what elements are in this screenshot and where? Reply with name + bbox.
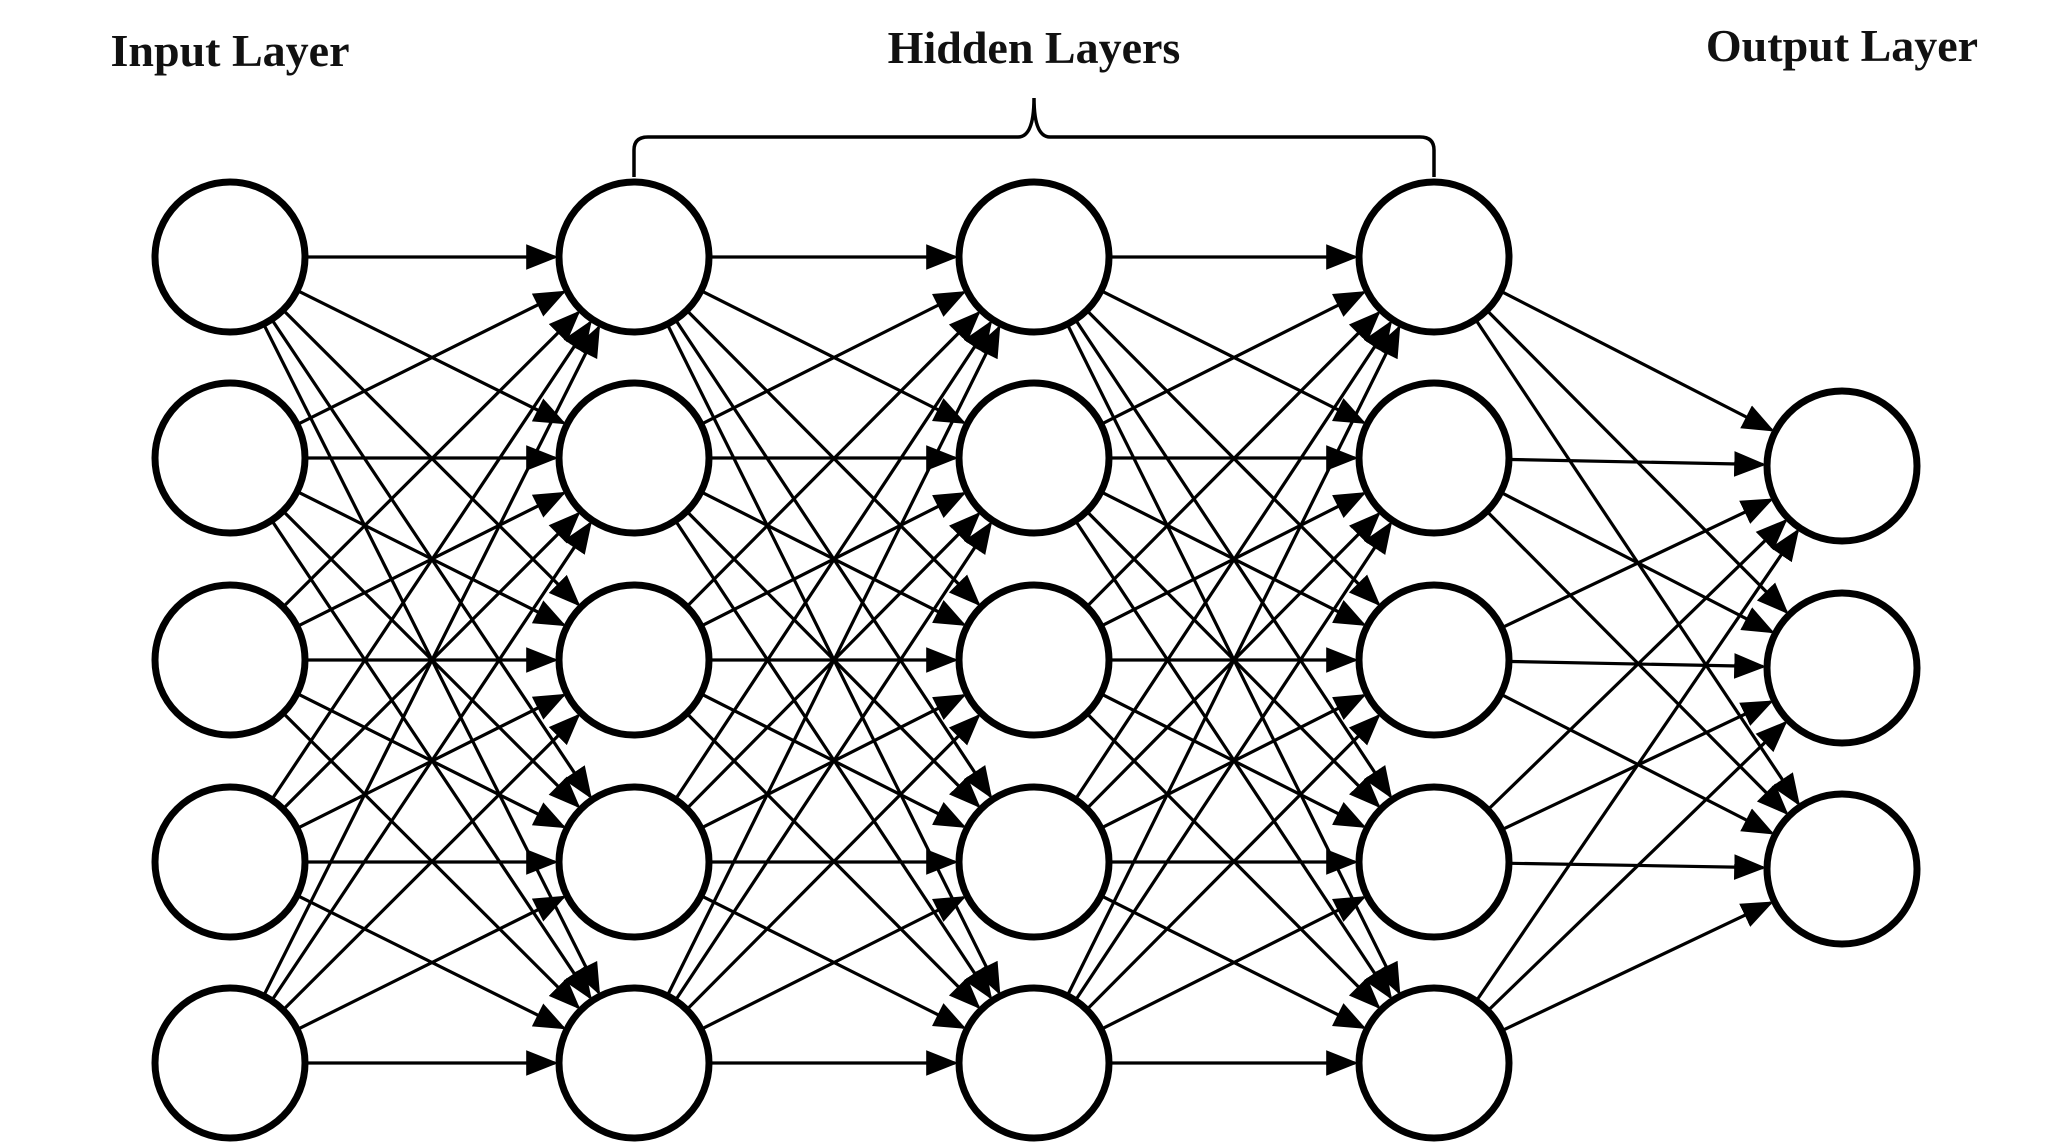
connection-l3-n4-to-n0	[1476, 528, 1800, 1001]
output-layer-label: Output Layer	[1706, 20, 1978, 71]
hidden-1-neuron-1	[555, 178, 713, 336]
input-neuron-5	[151, 984, 309, 1142]
connection-l2-n4-to-n0	[1066, 324, 1401, 995]
connection-l2-n1-to-n0	[1102, 291, 1367, 425]
connection-l0-n4-to-n0	[263, 324, 601, 995]
connection-l2-n4-to-n3	[1102, 896, 1367, 1030]
hidden-3-neuron-3	[1355, 581, 1513, 739]
connection-l2-n4-to-n2	[1087, 713, 1381, 1010]
neurons	[151, 178, 1921, 1142]
output-neuron-3	[1763, 790, 1921, 948]
hidden-3-neuron-2	[1355, 379, 1513, 537]
hidden-layers-label: Hidden Layers	[888, 22, 1181, 73]
hidden-2-neuron-5	[955, 984, 1113, 1142]
connection-l0-n3-to-n0	[271, 320, 592, 799]
hidden-2-neuron-1	[955, 178, 1113, 336]
connections	[263, 244, 1800, 1076]
input-layer-label: Input Layer	[111, 25, 350, 76]
connection-l1-n3-to-n0	[675, 320, 993, 799]
connection-l1-n4-to-n1	[675, 521, 993, 1000]
hidden-3-neuron-4	[1355, 783, 1513, 941]
connection-l0-n2-to-n0	[283, 310, 581, 607]
hidden-2-neuron-2	[955, 379, 1113, 537]
connection-l1-n4-to-n3	[702, 896, 967, 1030]
connection-l1-n4-to-n2	[687, 713, 981, 1010]
connection-l3-n4-to-n1	[1488, 720, 1788, 1011]
hidden-layers-brace	[632, 97, 1436, 177]
connection-l2-n3-to-n0	[1075, 320, 1393, 799]
connection-l3-n2-to-n0	[1502, 498, 1774, 629]
hidden-3-neuron-5	[1355, 984, 1513, 1142]
connection-l0-n4-to-n2	[283, 713, 581, 1010]
input-neuron-1	[151, 178, 309, 336]
connection-l3-n3-to-n0	[1488, 518, 1788, 810]
input-neuron-2	[151, 379, 309, 537]
input-neuron-4	[151, 783, 309, 941]
input-neuron-3	[151, 581, 309, 739]
connection-l3-n0-to-n0	[1501, 290, 1775, 432]
hidden-2-neuron-3	[955, 581, 1113, 739]
output-neuron-1	[1763, 387, 1921, 545]
connection-l3-n1-to-n0	[1510, 451, 1767, 477]
connection-l0-n1-to-n0	[298, 290, 567, 426]
connection-l0-n4-to-n1	[271, 521, 592, 1000]
hidden-1-neuron-3	[555, 581, 713, 739]
connection-l2-n4-to-n1	[1075, 521, 1393, 1000]
connection-l2-n2-to-n0	[1087, 310, 1381, 607]
hidden-2-neuron-4	[955, 783, 1113, 941]
output-neuron-2	[1763, 589, 1921, 747]
connection-l0-n4-to-n3	[298, 895, 567, 1031]
connection-l1-n2-to-n0	[687, 310, 981, 607]
hidden-1-neuron-2	[555, 379, 713, 537]
hidden-1-neuron-4	[555, 783, 713, 941]
connection-l3-n4-to-n2	[1502, 901, 1774, 1032]
hidden-1-neuron-5	[555, 984, 713, 1142]
connection-l1-n1-to-n0	[702, 291, 967, 425]
hidden-3-neuron-1	[1355, 178, 1513, 336]
connection-l1-n4-to-n0	[666, 324, 1001, 995]
